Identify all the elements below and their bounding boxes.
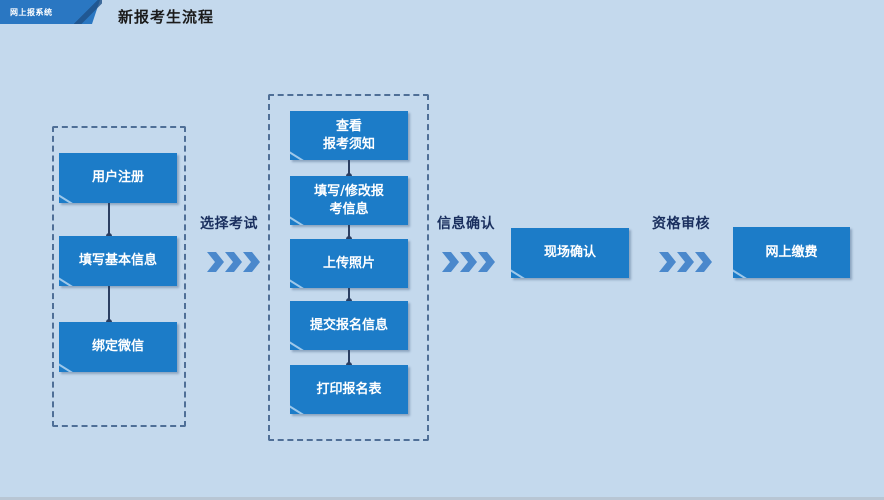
connector-arrow — [106, 203, 111, 239]
connector-arrow — [346, 288, 351, 304]
step-upload-photo: 上传照片 — [290, 239, 408, 288]
step-edit-exam-info: 填写/修改报 考信息 — [290, 176, 408, 225]
step-print-form: 打印报名表 — [290, 365, 408, 414]
step-submit-info: 提交报名信息 — [290, 301, 408, 350]
step-online-payment: 网上缴费 — [733, 227, 850, 278]
connector-arrow — [346, 160, 351, 179]
system-tab-label: 网上报系统 — [10, 8, 53, 17]
transition-label-select-exam: 选择考试 — [200, 216, 258, 232]
connector-arrow — [106, 286, 111, 325]
tab-decoration — [74, 0, 102, 24]
step-bind-wechat: 绑定微信 — [59, 322, 177, 372]
transition-label-info-confirm: 信息确认 — [437, 216, 495, 232]
connector-arrow — [346, 225, 351, 242]
exam-selection-group — [268, 94, 429, 441]
bottom-edge — [0, 497, 884, 500]
registration-group — [52, 126, 186, 427]
transition-label-qualification-review: 资格审核 — [652, 216, 710, 232]
step-onsite-confirm: 现场确认 — [511, 228, 629, 278]
connector-arrow — [346, 350, 351, 368]
step-fill-basic-info: 填写基本信息 — [59, 236, 177, 286]
chevron-arrows-icon — [207, 250, 261, 274]
step-user-register: 用户注册 — [59, 153, 177, 203]
page-title: 新报考生流程 — [118, 8, 215, 26]
chevron-arrows-icon — [442, 250, 496, 274]
chevron-arrows-icon — [659, 250, 713, 274]
step-view-notice: 查看 报考须知 — [290, 111, 408, 160]
